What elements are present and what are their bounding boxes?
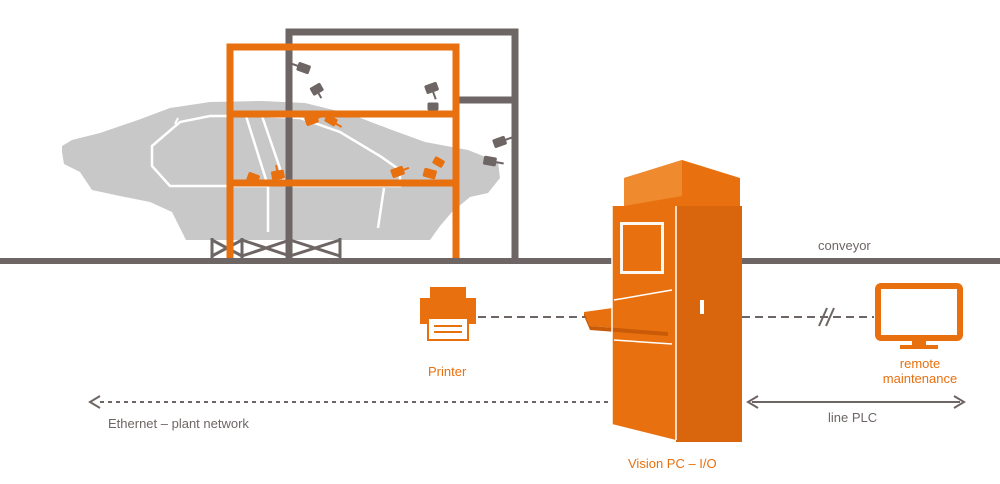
- monitor-icon: [875, 283, 963, 349]
- line-plc-connection: [746, 395, 966, 409]
- remote-maintenance-label: remote maintenance: [868, 356, 972, 386]
- conveyor-line: [0, 258, 1000, 264]
- camera-icon: [290, 62, 514, 167]
- gray-camera-frame: [285, 28, 519, 260]
- ethernet-connection: [88, 395, 612, 409]
- printer-icon: [420, 287, 476, 341]
- printer-label: Printer: [428, 364, 467, 379]
- camera-icon: [246, 113, 445, 184]
- orange-camera-frame: [226, 43, 460, 260]
- vision-pc-label: Vision PC – I/O: [628, 456, 717, 471]
- remote-maintenance-line2: maintenance: [882, 371, 958, 386]
- remote-connection: [742, 307, 874, 327]
- conveyor-label: conveyor: [818, 238, 871, 253]
- line-plc-label: line PLC: [828, 410, 878, 425]
- remote-maintenance-line1: remote: [899, 356, 941, 371]
- ethernet-label: Ethernet – plant network: [108, 416, 249, 431]
- control-cabinet: [584, 160, 742, 442]
